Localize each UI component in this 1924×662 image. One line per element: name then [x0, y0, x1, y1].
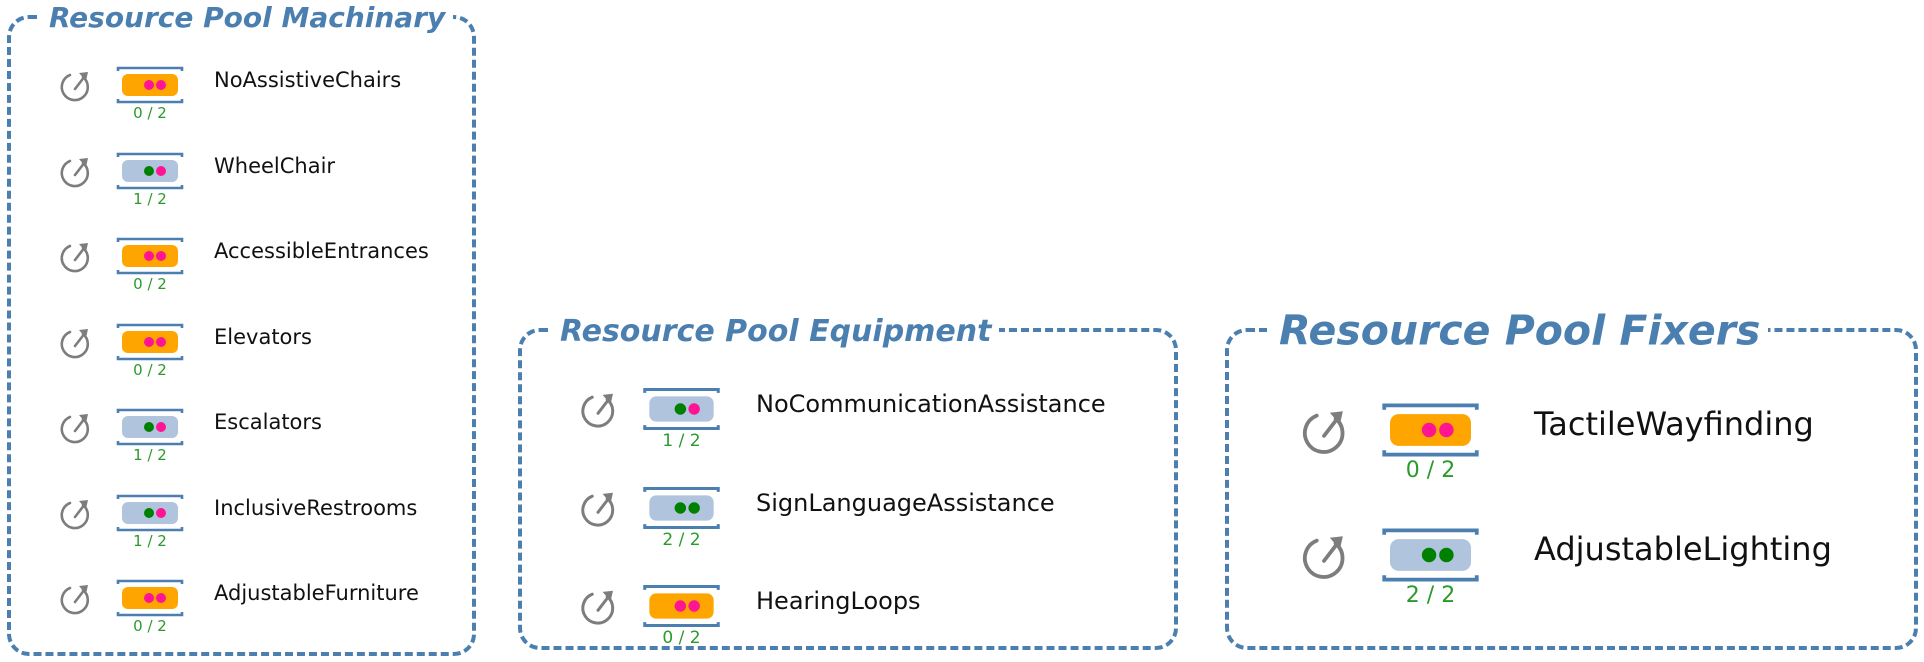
- resource-row[interactable]: 0 / 2 TactileWayfinding: [1229, 401, 1914, 483]
- unit-dot: [144, 80, 154, 90]
- unit-dot: [144, 593, 154, 603]
- resource-pool-fixers: Resource Pool Fixers 0 / 2 TactileWayfind…: [1225, 308, 1918, 650]
- resource-unit-indicator: 2 / 2: [639, 485, 724, 550]
- resource-pool-machinary: Resource Pool Machinary 0 / 2 NoAssistive…: [7, 2, 476, 656]
- resource-label: AdjustableFurniture: [214, 581, 419, 606]
- resource-label: NoAssistiveChairs: [214, 68, 402, 93]
- pool-title: Resource Pool Fixers: [1271, 308, 1769, 354]
- unit-dot: [156, 251, 166, 261]
- resource-unit-indicator: 1 / 2: [113, 493, 187, 550]
- resource-unit-indicator: 2 / 2: [1377, 526, 1484, 608]
- unit-count: 1 / 2: [662, 431, 701, 451]
- resource-row[interactable]: 1 / 2 InclusiveRestrooms: [11, 493, 472, 550]
- resource-label: WheelChair: [214, 154, 336, 179]
- clock-arrow-icon: [1303, 411, 1345, 454]
- pool-title: Resource Pool Equipment: [552, 314, 1000, 348]
- unit-dot: [144, 166, 154, 176]
- resource-unit-indicator: 0 / 2: [113, 236, 187, 293]
- clock-arrow-icon: [60, 243, 90, 273]
- unit-dot: [144, 508, 154, 518]
- unit-dot: [156, 80, 166, 90]
- clock-arrow-icon: [60, 500, 90, 530]
- resource-pool-equipment: Resource Pool Equipment 1 / 2 NoCommunica…: [518, 314, 1178, 650]
- unit-count: 1 / 2: [133, 532, 167, 550]
- resource-row[interactable]: 0 / 2 AccessibleEntrances: [11, 236, 472, 293]
- resource-row[interactable]: 2 / 2 AdjustableLighting: [1229, 526, 1914, 608]
- unit-count: 2 / 2: [1405, 583, 1456, 608]
- unit-dot: [156, 593, 166, 603]
- clock-arrow-icon: [1303, 536, 1345, 579]
- resource-row[interactable]: 0 / 2 AdjustableFurniture: [11, 578, 472, 635]
- unit-count: 0 / 2: [133, 361, 167, 379]
- unit-dot: [144, 422, 154, 432]
- unit-dot: [674, 403, 687, 415]
- resource-row[interactable]: 0 / 2 NoAssistiveChairs: [11, 65, 472, 122]
- resource-label: Escalators: [214, 410, 322, 435]
- unit-count: 0 / 2: [133, 275, 167, 293]
- unit-count: 0 / 2: [133, 617, 167, 635]
- unit-dot: [1421, 422, 1437, 438]
- unit-dot: [156, 508, 166, 518]
- unit-dot: [688, 502, 700, 514]
- unit-count: 0 / 2: [133, 104, 167, 122]
- resource-label: HearingLoops: [756, 587, 921, 615]
- resource-unit-indicator: 0 / 2: [113, 65, 187, 122]
- unit-dot: [156, 422, 166, 432]
- unit-count: 2 / 2: [662, 530, 701, 550]
- unit-count: 1 / 2: [133, 190, 167, 208]
- resource-unit-indicator: 0 / 2: [639, 583, 724, 648]
- resource-row[interactable]: 2 / 2 SignLanguageAssistance: [522, 485, 1174, 550]
- resource-row[interactable]: 1 / 2 Escalators: [11, 407, 472, 464]
- resource-unit-indicator: 1 / 2: [113, 407, 187, 464]
- resource-unit-indicator: 1 / 2: [639, 386, 724, 451]
- pool-title: Resource Pool Machinary: [41, 2, 454, 34]
- unit-dot: [674, 600, 687, 612]
- unit-dot: [688, 403, 700, 415]
- resource-label: Elevators: [214, 325, 312, 350]
- unit-dot: [156, 337, 166, 347]
- resource-unit-indicator: 0 / 2: [113, 578, 187, 635]
- unit-dot: [688, 600, 700, 612]
- resource-label: AdjustableLighting: [1534, 530, 1832, 568]
- clock-arrow-icon: [60, 414, 90, 444]
- unit-count: 0 / 2: [662, 628, 701, 648]
- unit-count: 1 / 2: [133, 446, 167, 464]
- resource-row[interactable]: 1 / 2 WheelChair: [11, 151, 472, 208]
- clock-arrow-icon: [60, 158, 90, 188]
- unit-dot: [1439, 547, 1454, 563]
- resource-row[interactable]: 0 / 2 Elevators: [11, 322, 472, 379]
- resource-label: TactileWayfinding: [1534, 405, 1814, 443]
- unit-dot: [1421, 547, 1437, 563]
- resource-row[interactable]: 0 / 2 HearingLoops: [522, 583, 1174, 648]
- resource-label: SignLanguageAssistance: [756, 489, 1055, 517]
- unit-dot: [674, 502, 687, 514]
- resource-row[interactable]: 1 / 2 NoCommunicationAssistance: [522, 386, 1174, 451]
- resource-label: AccessibleEntrances: [214, 239, 429, 264]
- clock-arrow-icon: [581, 493, 615, 527]
- resource-unit-indicator: 1 / 2: [113, 151, 187, 208]
- clock-arrow-icon: [581, 591, 615, 625]
- clock-arrow-icon: [60, 585, 90, 615]
- unit-dot: [144, 251, 154, 261]
- clock-arrow-icon: [581, 394, 615, 428]
- clock-arrow-icon: [60, 329, 90, 359]
- resource-label: InclusiveRestrooms: [214, 496, 418, 521]
- clock-arrow-icon: [60, 72, 90, 102]
- resource-label: NoCommunicationAssistance: [756, 390, 1106, 418]
- unit-dot: [144, 337, 154, 347]
- unit-count: 0 / 2: [1405, 458, 1456, 483]
- unit-dot: [156, 166, 166, 176]
- resource-unit-indicator: 0 / 2: [113, 322, 187, 379]
- resource-unit-indicator: 0 / 2: [1377, 401, 1484, 483]
- unit-dot: [1439, 422, 1454, 438]
